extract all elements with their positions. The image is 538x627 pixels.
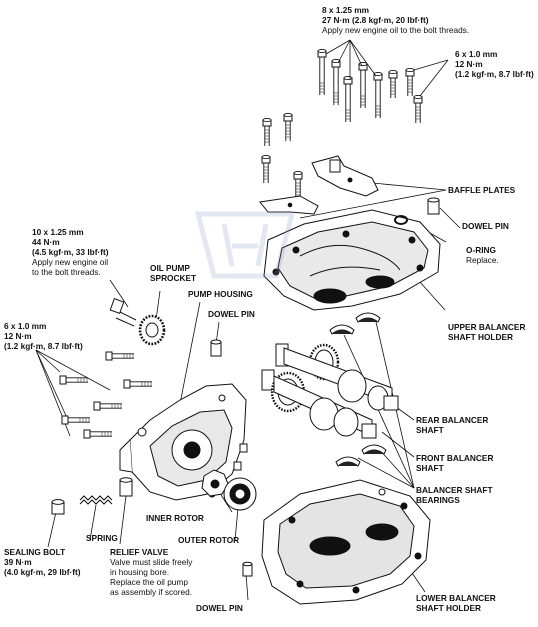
- pump-dowels: [233, 443, 248, 471]
- lower-balancer-shaft-holder: [261, 479, 431, 605]
- front-balancer-shaft: [261, 369, 377, 439]
- right-bolt-torque: 12 N·m: [455, 59, 483, 69]
- relief-valve-note-3: Replace the oil pump: [110, 577, 188, 587]
- inner-rotor-label: INNER ROTOR: [146, 513, 204, 523]
- front-shaft-label-1: FRONT BALANCER: [416, 453, 494, 463]
- rear-shaft-label-1: REAR BALANCER: [416, 415, 489, 425]
- pump-bolt-torque: 12 N·m: [4, 331, 32, 341]
- top-bolt-torque: 27 N·m (2.8 kgf·m, 20 lbf·ft): [322, 15, 429, 25]
- oil-pump-sprocket-label-1: OIL PUMP: [150, 263, 190, 273]
- front-shaft-label-2: SHAFT: [416, 463, 444, 473]
- right-bolt-torque-alt: (1.2 kgf·m, 8.7 lbf·ft): [455, 69, 534, 79]
- left-bolt-torque-alt: (4.5 kgf·m, 33 lbf·ft): [32, 247, 109, 257]
- lower-holder-label-2: SHAFT HOLDER: [416, 603, 481, 613]
- balancer-shaft-bearings-upper: [329, 312, 381, 335]
- upper-holder-label-2: SHAFT HOLDER: [448, 332, 513, 342]
- pump-bolt-size: 6 x 1.0 mm: [4, 321, 47, 331]
- sealing-bolt: [51, 499, 65, 515]
- sealing-bolt-label: SEALING BOLT: [4, 547, 66, 557]
- sealing-bolt-torque-alt: (4.0 kgf·m, 29 lbf·ft): [4, 567, 81, 577]
- dowel-pin-upper: [427, 197, 440, 215]
- honda-logo-watermark: [194, 211, 296, 279]
- relief-valve: [119, 477, 133, 497]
- relief-valve-note-1: Valve must slide freely: [110, 557, 193, 567]
- spring: [79, 495, 113, 505]
- baffle-plate-lower: [259, 195, 319, 215]
- left-bolt-note-2: to the bolt threads.: [32, 267, 101, 277]
- spring-label: SPRING: [86, 533, 118, 543]
- o-ring-label: O-RING: [466, 245, 496, 255]
- right-bolt-size: 6 x 1.0 mm: [455, 49, 498, 59]
- pump-bolt-torque-alt: (1.2 kgf·m, 8.7 lbf·ft): [4, 341, 83, 351]
- relief-valve-note-2: in housing bore.: [110, 567, 170, 577]
- dowel-pin-lower: [242, 561, 253, 577]
- o-ring-note: Replace.: [466, 255, 499, 265]
- left-bolt-size: 10 x 1.25 mm: [32, 227, 84, 237]
- left-bolt-torque: 44 N·m: [32, 237, 60, 247]
- top-bolt-note: Apply new engine oil to the bolt threads…: [322, 25, 470, 35]
- relief-valve-label: RELIEF VALVE: [110, 547, 169, 557]
- upper-holder-label-1: UPPER BALANCER: [448, 322, 526, 332]
- dowel-pin-middle: [210, 339, 222, 357]
- left-bolt-note-1: Apply new engine oil: [32, 257, 109, 267]
- top-bolt-size: 8 x 1.25 mm: [322, 5, 370, 15]
- pump-housing-label: PUMP HOUSING: [188, 289, 253, 299]
- upper-balancer-shaft-holder: [263, 209, 441, 311]
- pump-housing-bolts: [59, 351, 153, 439]
- outer-rotor: [223, 477, 257, 511]
- balancer-shaft-bearings-lower: [335, 444, 387, 467]
- oil-pump-sprocket-label-2: SPROCKET: [150, 273, 197, 283]
- rear-balancer-shaft: [275, 343, 399, 411]
- baffle-plate-upper: [311, 155, 379, 197]
- baffle-plates-label: BAFFLE PLATES: [448, 185, 516, 195]
- dowel-pin-bottom-label: DOWEL PIN: [196, 603, 243, 613]
- lower-holder-label-1: LOWER BALANCER: [416, 593, 496, 603]
- dowel-pin-mid-label: DOWEL PIN: [208, 309, 255, 319]
- sealing-bolt-torque: 39 N·m: [4, 557, 32, 567]
- outer-rotor-label: OUTER ROTOR: [178, 535, 240, 545]
- relief-valve-note-4: as assembly if scored.: [110, 587, 193, 597]
- bearings-label-2: BEARINGS: [416, 495, 460, 505]
- sprocket-bolt: [109, 298, 137, 327]
- oil-pump-sprocket: [138, 314, 166, 346]
- rear-shaft-label-2: SHAFT: [416, 425, 444, 435]
- dowel-pin-top-label: DOWEL PIN: [462, 221, 509, 231]
- bearings-label-1: BALANCER SHAFT: [416, 485, 493, 495]
- o-ring: [394, 215, 408, 225]
